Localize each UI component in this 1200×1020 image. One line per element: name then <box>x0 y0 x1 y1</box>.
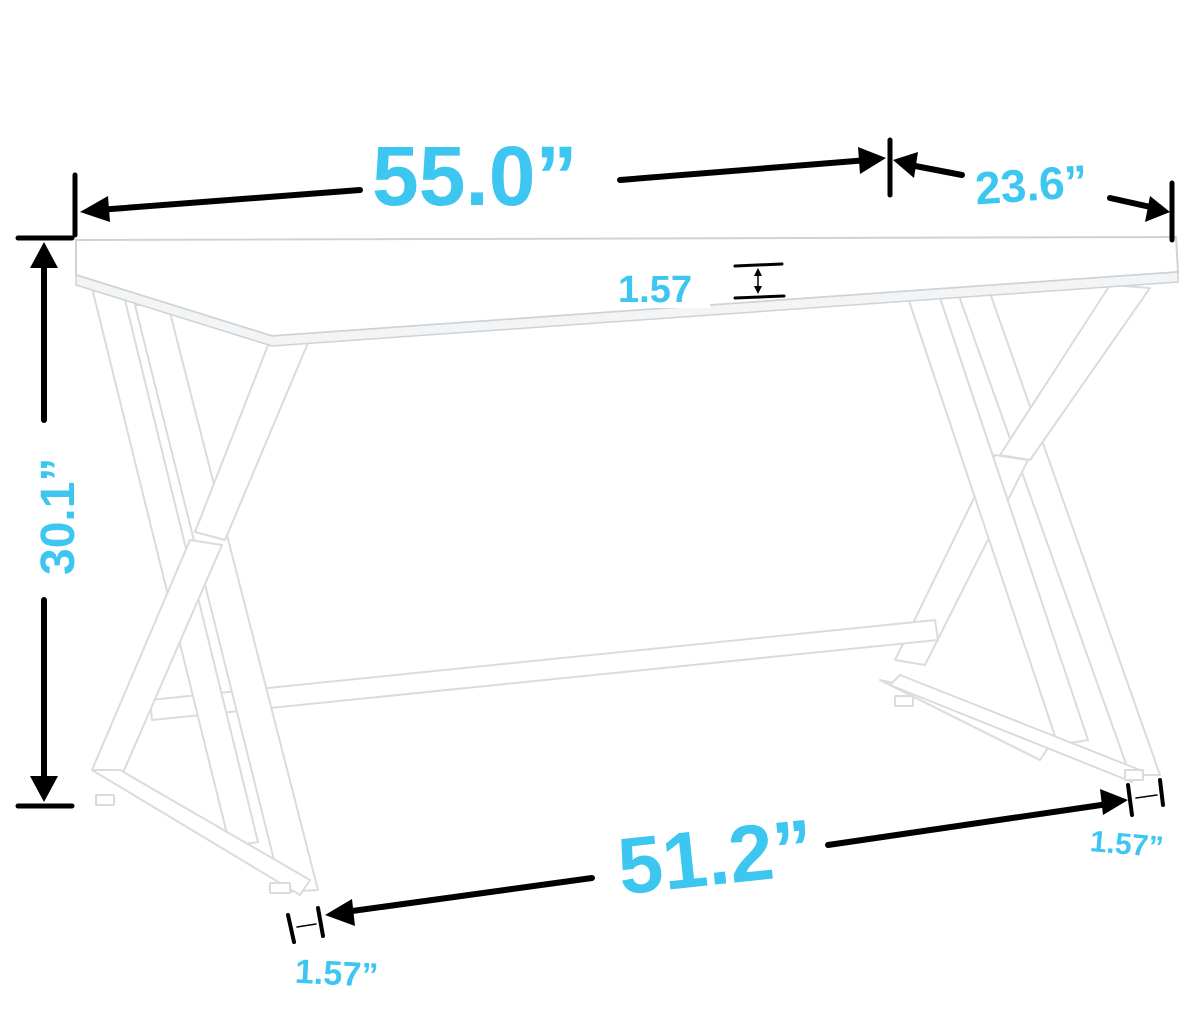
stretcher-bar <box>149 619 939 721</box>
dimension-lines <box>15 137 1175 944</box>
depth-arrow-right <box>1145 196 1170 222</box>
top-thickness-label: 1.57 <box>618 269 692 311</box>
right-leg <box>879 297 1144 783</box>
dimension-labels: 55.0” 23.6” 30.1” 1.57 51.2” 1.57” 1.57” <box>32 128 1165 995</box>
depth-arrow-left <box>893 152 918 178</box>
leg-span-dimension-line <box>325 789 1128 926</box>
left-leg-width-line <box>286 906 325 944</box>
leg-span-arrow-left <box>325 899 355 926</box>
depth-dimension-line <box>893 152 1175 243</box>
width-label: 55.0” <box>372 129 578 223</box>
height-label: 30.1” <box>32 458 85 575</box>
desk-illustration <box>75 236 1179 896</box>
thickness-dimension-line <box>733 262 786 300</box>
leg-span-label: 51.2” <box>614 802 818 911</box>
width-arrow-left <box>80 196 110 222</box>
height-arrow-top <box>30 242 58 268</box>
width-arrow-right <box>858 147 886 174</box>
leg-span-arrow-right <box>1100 789 1128 815</box>
left-leg <box>91 287 319 896</box>
height-dimension-line <box>15 235 75 809</box>
height-arrow-bottom <box>30 776 58 802</box>
left-leg-width-label: 1.57” <box>294 953 379 995</box>
right-leg-width-label: 1.57” <box>1089 825 1165 864</box>
right-leg-width-line <box>1126 778 1165 817</box>
depth-label: 23.6” <box>973 155 1089 215</box>
width-dimension-line <box>72 137 893 238</box>
